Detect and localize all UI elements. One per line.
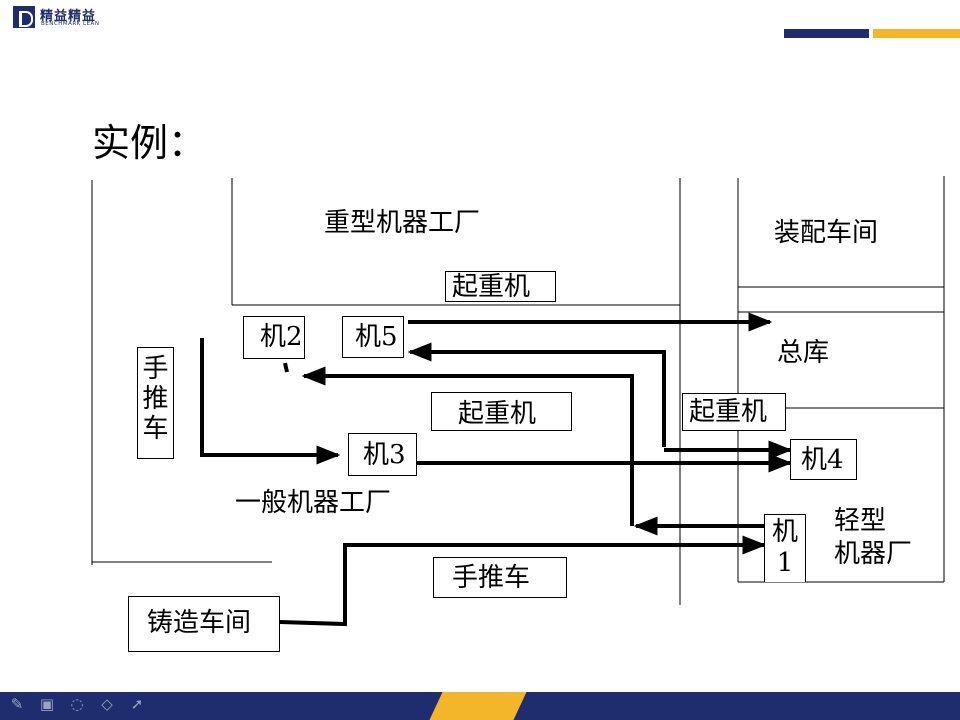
header-stripe-navy: [784, 29, 869, 38]
flow-arrow-m2-m3: [200, 338, 341, 465]
flow-arrows: [200, 312, 793, 627]
handcart-horizontal: 手推车: [433, 557, 567, 598]
machine-2: 机2: [243, 316, 305, 359]
flow-tick-m2: [283, 362, 289, 373]
crane-heavy-factory: 起重机: [445, 271, 556, 302]
area-boundaries: [91, 176, 945, 605]
pointer-icon[interactable]: ➚: [130, 695, 144, 713]
logo-subtext: BENCHMARK LEAN: [41, 21, 100, 27]
general-machine-factory-label: 一般机器工厂: [235, 488, 392, 518]
assembly-workshop-label: 装配车间: [774, 218, 879, 248]
logo-text: 精益精益: [40, 9, 97, 24]
heavy-machine-factory-label: 重型机器工厂: [324, 208, 481, 238]
flow-arrow-m1-m2: [301, 366, 634, 526]
flow-arrow-m4-m5: [407, 342, 666, 447]
flow-arrow-casting-m1: [279, 535, 767, 627]
machine-5: 机5: [342, 316, 404, 358]
logo-icon: [13, 6, 35, 28]
machine-3: 机3: [348, 433, 417, 476]
highlighter-icon[interactable]: ◇: [101, 695, 113, 713]
eraser-icon[interactable]: ◌: [70, 695, 84, 713]
crane-general-factory: 起重机: [431, 392, 572, 431]
page-title: 实例：: [92, 121, 207, 165]
handcart-vertical: 手 推 车: [137, 347, 174, 459]
save-icon[interactable]: ▣: [39, 695, 55, 713]
crane-light-factory: 起重机: [682, 393, 786, 431]
header-stripe-gold: [873, 29, 960, 38]
pen-icon[interactable]: ✎: [10, 695, 24, 713]
machine-1: 机 1: [764, 514, 806, 582]
machine-4: 机4: [790, 439, 857, 480]
footer-accent: [429, 692, 527, 720]
light-machine-factory-label: 轻型 机器厂: [834, 506, 913, 569]
main-warehouse-label: 总库: [777, 338, 830, 368]
casting-workshop-box: 铸造车间: [128, 596, 280, 652]
